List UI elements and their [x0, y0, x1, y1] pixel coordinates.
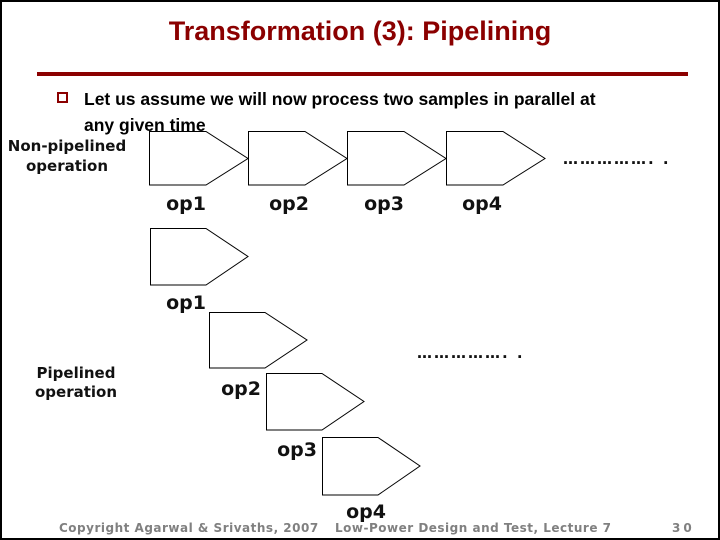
pipeline-stage-shape	[149, 131, 249, 186]
non-pipelined-label-line: Non-pipelined	[7, 137, 127, 155]
op-label: op4	[462, 193, 502, 215]
pipeline-stage-shape	[150, 228, 249, 286]
op-label: op3	[277, 439, 317, 461]
title-divider	[37, 72, 688, 76]
pipeline-stage-shape	[248, 131, 348, 186]
op-label: op1	[166, 193, 206, 215]
footer-course: Low-Power Design and Test, Lecture 7	[335, 521, 612, 535]
pipelined-label: Pipelined operation	[26, 364, 126, 402]
bullet-text: Let us assume we will now process two sa…	[84, 86, 684, 138]
continuation-dots: ……………. .	[563, 150, 671, 168]
pipeline-stage-shape	[209, 312, 308, 369]
continuation-dots: ……………. .	[417, 344, 525, 362]
square-bullet-icon	[57, 92, 68, 103]
footer-page-number: 30	[672, 521, 695, 535]
pipelined-label-line: Pipelined	[36, 364, 116, 382]
footer-copyright: Copyright Agarwal & Srivaths, 2007	[59, 521, 319, 535]
pipeline-stage-shape	[322, 437, 421, 496]
op-label: op1	[166, 292, 206, 314]
pipelined-label-line: operation	[34, 383, 118, 401]
page-title: Transformation (3): Pipelining	[168, 16, 552, 46]
op-label: op3	[364, 193, 404, 215]
non-pipelined-label-line: operation	[25, 157, 109, 175]
op-label: op2	[221, 378, 261, 400]
op-label: op2	[269, 193, 309, 215]
bullet-text-line: any given time	[84, 115, 206, 135]
pipeline-stage-shape	[266, 373, 365, 431]
bullet-text-line: Let us assume we will now process two sa…	[84, 89, 596, 109]
op-label: op4	[346, 501, 386, 523]
pipeline-stage-shape	[446, 131, 546, 186]
non-pipelined-label: Non-pipelined operation	[2, 136, 132, 176]
pipeline-stage-shape	[347, 131, 447, 186]
